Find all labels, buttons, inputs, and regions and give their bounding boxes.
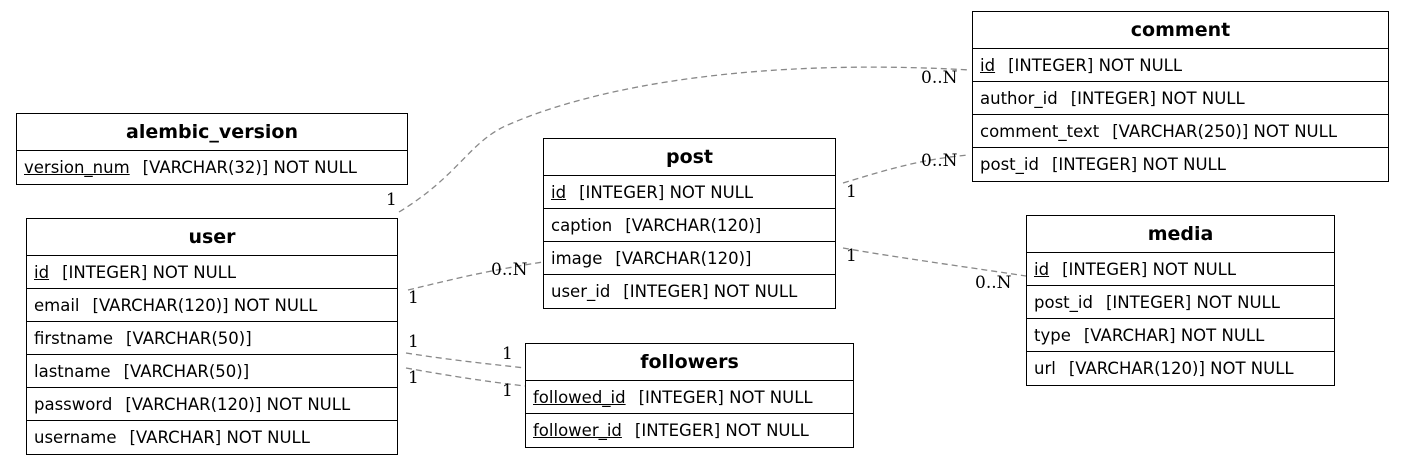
column-name: version_num [24, 158, 130, 177]
column-name: id [980, 55, 996, 75]
column-type: [VARCHAR(250)] NOT NULL [1112, 121, 1338, 141]
column-name: follower_id [533, 421, 622, 440]
column-type: [INTEGER] NOT NULL [1105, 292, 1280, 312]
edge-user-followers-a [405, 352, 526, 369]
table-alembic-version: alembic_version version_num [VARCHAR(32)]… [16, 113, 408, 185]
column-row: id [INTEGER] NOT NULL [544, 176, 835, 209]
column-row: followed_id [INTEGER] NOT NULL [526, 381, 853, 414]
column-name: post_id [980, 155, 1039, 174]
column-type: [VARCHAR] NOT NULL [129, 428, 310, 447]
column-type: [INTEGER] NOT NULL [1062, 259, 1237, 279]
column-row: post_id [INTEGER] NOT NULL [1027, 286, 1334, 319]
cardinality-label: 1 [502, 344, 513, 364]
cardinality-label: 1 [408, 332, 419, 352]
column-row: lastname [VARCHAR(50)] [27, 355, 397, 388]
table-title: post [544, 139, 835, 176]
edge-user-post [407, 261, 544, 291]
column-type: [INTEGER] NOT NULL [623, 282, 798, 301]
column-name: password [34, 394, 113, 414]
edge-user-followers-b [405, 367, 526, 387]
column-row: id [INTEGER] NOT NULL [973, 49, 1388, 82]
cardinality-label: 1 [846, 182, 857, 202]
table-title: comment [973, 12, 1388, 49]
column-name: id [34, 262, 50, 282]
column-row: image [VARCHAR(120)] [544, 242, 835, 275]
column-row: follower_id [INTEGER] NOT NULL [526, 414, 853, 447]
column-name: comment_text [980, 121, 1100, 141]
column-name: type [1034, 325, 1071, 345]
table-user: user id [INTEGER] NOT NULL email [VARCHAR(… [26, 218, 398, 455]
column-type: [VARCHAR(120)] NOT NULL [92, 295, 318, 315]
cardinality-label: 0..N [921, 151, 958, 171]
table-title: alembic_version [17, 114, 407, 151]
column-name: email [34, 295, 80, 315]
cardinality-label: 1 [502, 381, 513, 401]
table-title: media [1027, 216, 1334, 253]
column-type: [VARCHAR(120)] [625, 215, 762, 235]
column-row: caption [VARCHAR(120)] [544, 209, 835, 242]
column-type: [INTEGER] NOT NULL [634, 421, 809, 440]
cardinality-label: 1 [846, 246, 857, 266]
column-row: id [INTEGER] NOT NULL [27, 256, 397, 289]
edge-user-comment [398, 66, 971, 213]
column-type: [VARCHAR(120)] NOT NULL [1068, 359, 1294, 378]
cardinality-label: 1 [386, 190, 397, 210]
column-row: author_id [INTEGER] NOT NULL [973, 82, 1388, 115]
column-row: type [VARCHAR] NOT NULL [1027, 319, 1334, 352]
column-row: email [VARCHAR(120)] NOT NULL [27, 289, 397, 322]
column-name: id [1034, 259, 1050, 279]
column-name: firstname [34, 328, 114, 348]
table-title: user [27, 219, 397, 256]
column-name: lastname [34, 361, 111, 381]
column-row: username [VARCHAR] NOT NULL [27, 421, 397, 454]
table-title: followers [526, 344, 853, 381]
cardinality-label: 0..N [491, 260, 528, 280]
column-type: [VARCHAR(32)] NOT NULL [142, 158, 357, 177]
column-row: user_id [INTEGER] NOT NULL [544, 275, 835, 308]
column-name: url [1034, 359, 1056, 378]
cardinality-label: 1 [408, 368, 419, 388]
column-name: image [551, 248, 603, 268]
column-name: caption [551, 215, 613, 235]
table-followers: followers followed_id[INTEGER] NOT NULL … [525, 343, 854, 448]
cardinality-label: 0..N [975, 273, 1012, 293]
cardinality-label: 0..N [921, 68, 958, 88]
column-row: password [VARCHAR(120)] NOT NULL [27, 388, 397, 421]
column-type: [VARCHAR(50)] [123, 361, 250, 381]
column-type: [VARCHAR(120)] [615, 248, 752, 268]
column-type: [VARCHAR(50)] [126, 328, 252, 348]
column-name: username [34, 428, 117, 447]
column-type: [INTEGER] NOT NULL [1070, 88, 1245, 108]
column-row: post_id [INTEGER] NOT NULL [973, 148, 1388, 181]
column-row: firstname [VARCHAR(50)] [27, 322, 397, 355]
column-name: user_id [551, 282, 611, 301]
edge-post-media [842, 247, 1027, 277]
edge-post-comment [842, 154, 969, 184]
column-row: id [INTEGER] NOT NULL [1027, 253, 1334, 286]
column-type: [INTEGER] NOT NULL [1051, 155, 1226, 174]
column-type: [INTEGER] NOT NULL [62, 262, 237, 282]
column-name: id [551, 182, 567, 202]
column-type: [INTEGER] NOT NULL [579, 182, 754, 202]
column-name: post_id [1034, 292, 1093, 312]
column-type: [VARCHAR(120)] NOT NULL [125, 394, 351, 414]
column-row: url [VARCHAR(120)] NOT NULL [1027, 352, 1334, 385]
column-type: [INTEGER] NOT NULL [638, 387, 813, 407]
column-name: author_id [980, 88, 1058, 108]
column-row: comment_text [VARCHAR(250)] NOT NULL [973, 115, 1388, 148]
table-media: media id [INTEGER] NOT NULL post_id [INTEG… [1026, 215, 1335, 386]
column-type: [VARCHAR] NOT NULL [1083, 325, 1265, 345]
column-row: version_num [VARCHAR(32)] NOT NULL [17, 151, 407, 184]
column-type: [INTEGER] NOT NULL [1008, 55, 1183, 75]
table-comment: comment id [INTEGER] NOT NULL author_id [I… [972, 11, 1389, 182]
table-post: post id[INTEGER] NOT NULL caption[VARCHA… [543, 138, 836, 309]
column-name: followed_id [533, 387, 626, 407]
cardinality-label: 1 [408, 288, 419, 308]
